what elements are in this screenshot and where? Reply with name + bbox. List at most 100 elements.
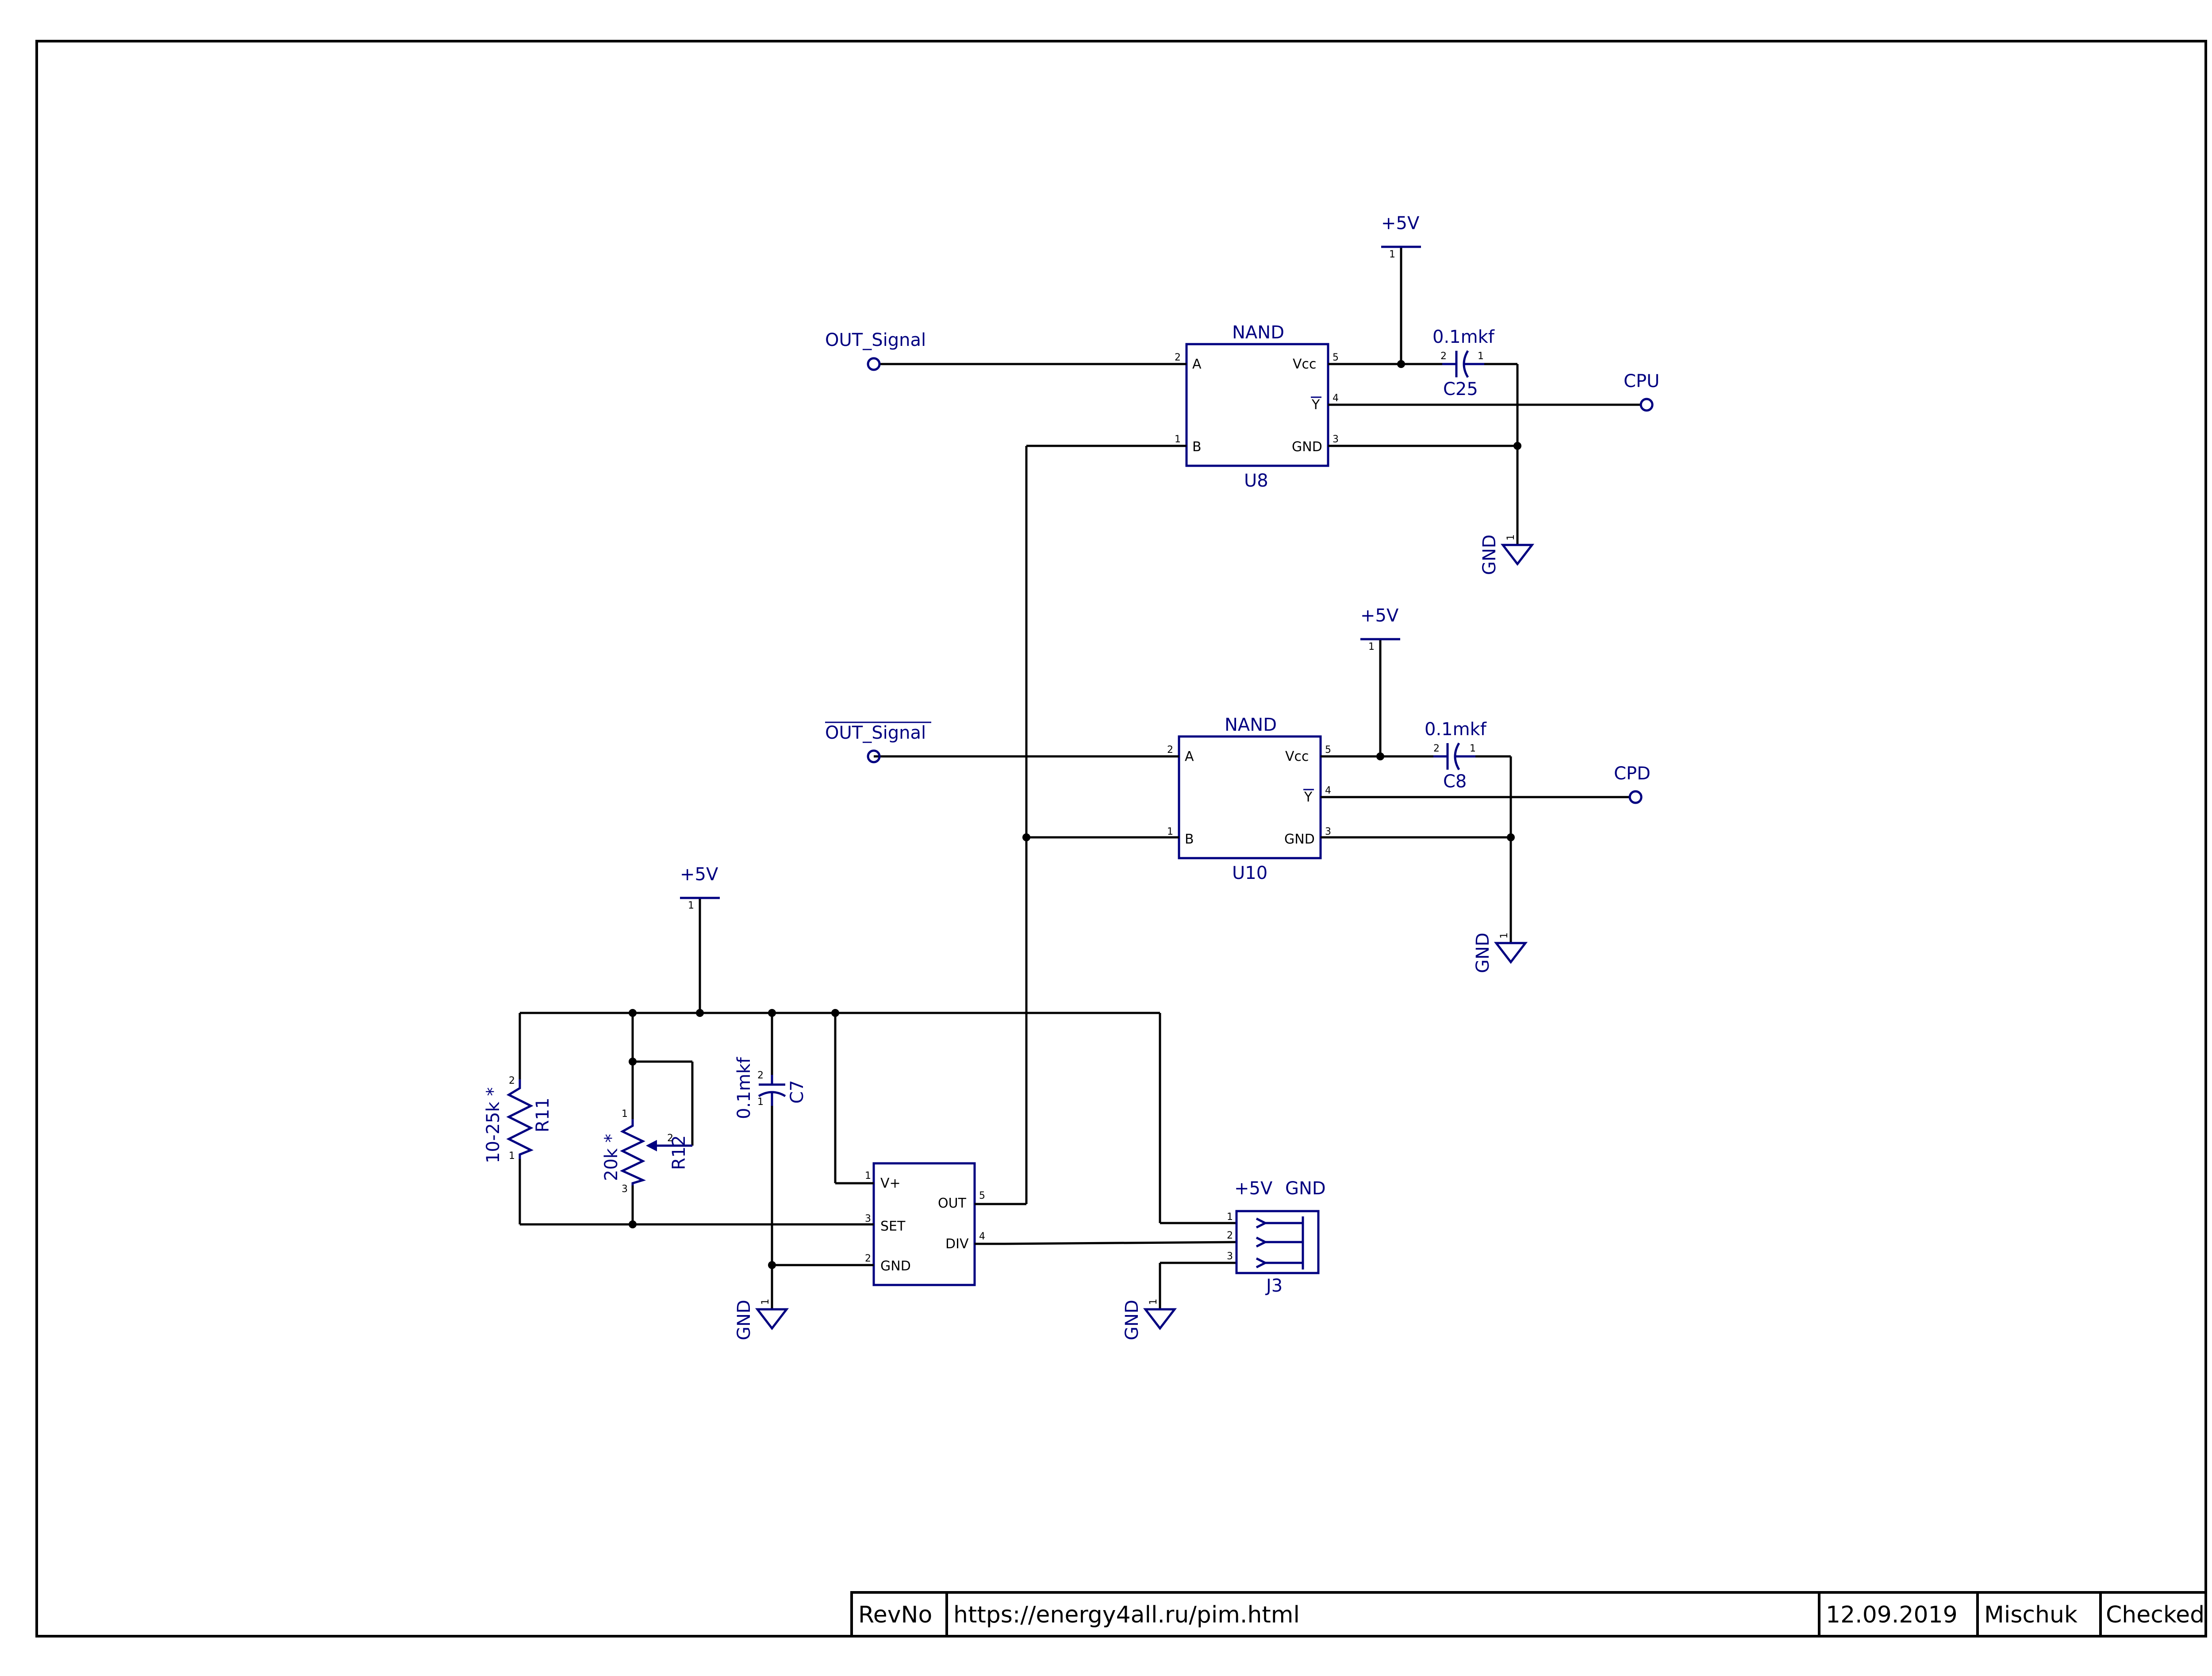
svg-text:GND: GND xyxy=(880,1258,911,1274)
svg-text:2: 2 xyxy=(1440,351,1447,362)
svg-text:OUT_Signal: OUT_Signal xyxy=(825,330,926,350)
svg-text:5: 5 xyxy=(979,1190,985,1201)
drawing-frame xyxy=(35,40,2207,1638)
u10-type: NAND xyxy=(1225,715,1277,735)
svg-text:2: 2 xyxy=(509,1075,515,1086)
gnd-symbol-u8: GND 1 xyxy=(1479,534,1535,575)
svg-text:1: 1 xyxy=(1505,534,1517,541)
svg-text:CPU: CPU xyxy=(1624,371,1659,391)
svg-text:2: 2 xyxy=(1175,352,1181,363)
svg-text:C25: C25 xyxy=(1443,379,1478,399)
svg-text:R11: R11 xyxy=(533,1097,553,1132)
svg-text:1: 1 xyxy=(1368,641,1375,652)
gnd-symbol-timer: GND 1 xyxy=(734,1299,789,1340)
svg-text:1: 1 xyxy=(1499,932,1510,939)
svg-text:10-25k *: 10-25k * xyxy=(483,1087,503,1163)
u8-nand: NAND U8 A B Vcc Y GND 2 1 5 4 3 xyxy=(1175,322,1339,491)
svg-text:5: 5 xyxy=(1333,352,1339,363)
resistor-r11: 10-25k * R11 2 1 xyxy=(483,1075,553,1163)
svg-text:1: 1 xyxy=(1148,1299,1159,1305)
svg-text:A: A xyxy=(1185,749,1194,764)
svg-text:GND: GND xyxy=(734,1300,754,1340)
svg-text:0.1mkf: 0.1mkf xyxy=(734,1057,754,1119)
svg-text:B: B xyxy=(1185,832,1194,847)
svg-text:+5V: +5V xyxy=(680,864,718,885)
gnd-symbol-j3: GND 1 xyxy=(1122,1299,1177,1340)
svg-text:R12: R12 xyxy=(669,1135,689,1170)
svg-text:4: 4 xyxy=(979,1231,985,1242)
j3-body xyxy=(1235,1210,1320,1274)
svg-text:OUT_Signal: OUT_Signal xyxy=(825,723,926,743)
svg-text:2: 2 xyxy=(667,1133,673,1144)
net-out-signal-bar: OUT_Signal xyxy=(825,721,931,763)
svg-text:1: 1 xyxy=(688,900,694,911)
svg-text:1: 1 xyxy=(1167,826,1173,837)
vcc-symbol-u8: +5V 1 xyxy=(1381,213,1421,260)
title-date: 12.09.2019 xyxy=(1826,1602,1958,1628)
title-author: Mischuk xyxy=(1984,1602,2078,1628)
svg-text:1: 1 xyxy=(1227,1212,1233,1223)
svg-text:1: 1 xyxy=(509,1151,515,1162)
u8-ref: U8 xyxy=(1244,471,1268,491)
svg-text:3: 3 xyxy=(1227,1251,1233,1262)
wires xyxy=(518,247,1641,1309)
vcc-symbol-u10: +5V 1 xyxy=(1360,606,1400,652)
net-out-signal: OUT_Signal xyxy=(825,330,926,371)
svg-text:GND: GND xyxy=(1122,1300,1142,1340)
net-cpu: CPU xyxy=(1624,371,1659,412)
svg-text:A: A xyxy=(1192,357,1202,372)
svg-text:1: 1 xyxy=(1478,351,1484,362)
svg-text:2: 2 xyxy=(1433,743,1440,754)
net-cpd: CPD xyxy=(1614,763,1651,804)
svg-text:2: 2 xyxy=(1227,1230,1233,1241)
svg-text:2: 2 xyxy=(1167,744,1173,756)
svg-text:GND: GND xyxy=(1284,832,1315,847)
svg-text:0.1mkf: 0.1mkf xyxy=(1425,719,1487,740)
svg-text:1: 1 xyxy=(1470,743,1476,754)
svg-text:2: 2 xyxy=(757,1070,764,1081)
svg-text:Vcc: Vcc xyxy=(1285,749,1309,764)
svg-text:0.1mkf: 0.1mkf xyxy=(1432,327,1495,347)
svg-text:OUT: OUT xyxy=(938,1196,967,1211)
svg-text:1: 1 xyxy=(760,1299,771,1305)
svg-text:3: 3 xyxy=(865,1213,871,1224)
svg-text:20k *: 20k * xyxy=(601,1134,622,1181)
svg-text:CPD: CPD xyxy=(1614,763,1651,784)
svg-text:3: 3 xyxy=(1333,434,1339,445)
svg-text:B: B xyxy=(1192,439,1202,455)
u8-type: NAND xyxy=(1232,322,1284,343)
svg-text:J3: J3 xyxy=(1265,1276,1283,1296)
svg-text:SET: SET xyxy=(880,1219,906,1234)
svg-text:3: 3 xyxy=(1325,826,1331,837)
svg-text:3: 3 xyxy=(622,1184,628,1195)
vcc-symbol-timer: +5V 1 xyxy=(680,864,720,911)
capacitor-c25: 0.1mkf C25 2 1 xyxy=(1432,327,1495,399)
svg-text:Vcc: Vcc xyxy=(1293,357,1317,372)
svg-text:C7: C7 xyxy=(787,1080,807,1104)
title-url: https://energy4all.ru/pim.html xyxy=(953,1602,1300,1628)
svg-text:5: 5 xyxy=(1325,744,1331,756)
svg-text:1: 1 xyxy=(622,1108,628,1120)
svg-text:C8: C8 xyxy=(1443,771,1467,792)
u10-nand: NAND U10 A B Vcc Y GND 2 1 5 4 3 xyxy=(1167,715,1331,883)
title-block: RevNo https://energy4all.ru/pim.html 12.… xyxy=(850,1591,2206,1636)
gnd-symbol-u10: GND 1 xyxy=(1473,932,1528,973)
svg-text:+5V: +5V xyxy=(1360,606,1399,626)
svg-text:1: 1 xyxy=(865,1170,871,1181)
svg-text:DIV: DIV xyxy=(945,1236,969,1252)
svg-text:GND: GND xyxy=(1473,932,1493,973)
svg-text:GND: GND xyxy=(1285,1178,1326,1199)
svg-text:Y: Y xyxy=(1304,790,1313,805)
title-checked: Checked xyxy=(2106,1602,2204,1628)
svg-text:1: 1 xyxy=(757,1097,764,1108)
svg-text:1: 1 xyxy=(1389,249,1395,260)
connector-j3: +5V GND J3 1 2 3 xyxy=(1227,1178,1326,1296)
potentiometer-r12: 20k * R12 1 2 3 xyxy=(601,1108,692,1195)
u10-ref: U10 xyxy=(1232,863,1267,883)
svg-text:4: 4 xyxy=(1325,785,1331,796)
junctions xyxy=(629,360,1521,1269)
timer-ic: V+ SET GND OUT DIV 1 3 2 5 4 xyxy=(865,1162,985,1286)
svg-text:2: 2 xyxy=(865,1253,871,1264)
title-rev: RevNo xyxy=(858,1602,932,1628)
